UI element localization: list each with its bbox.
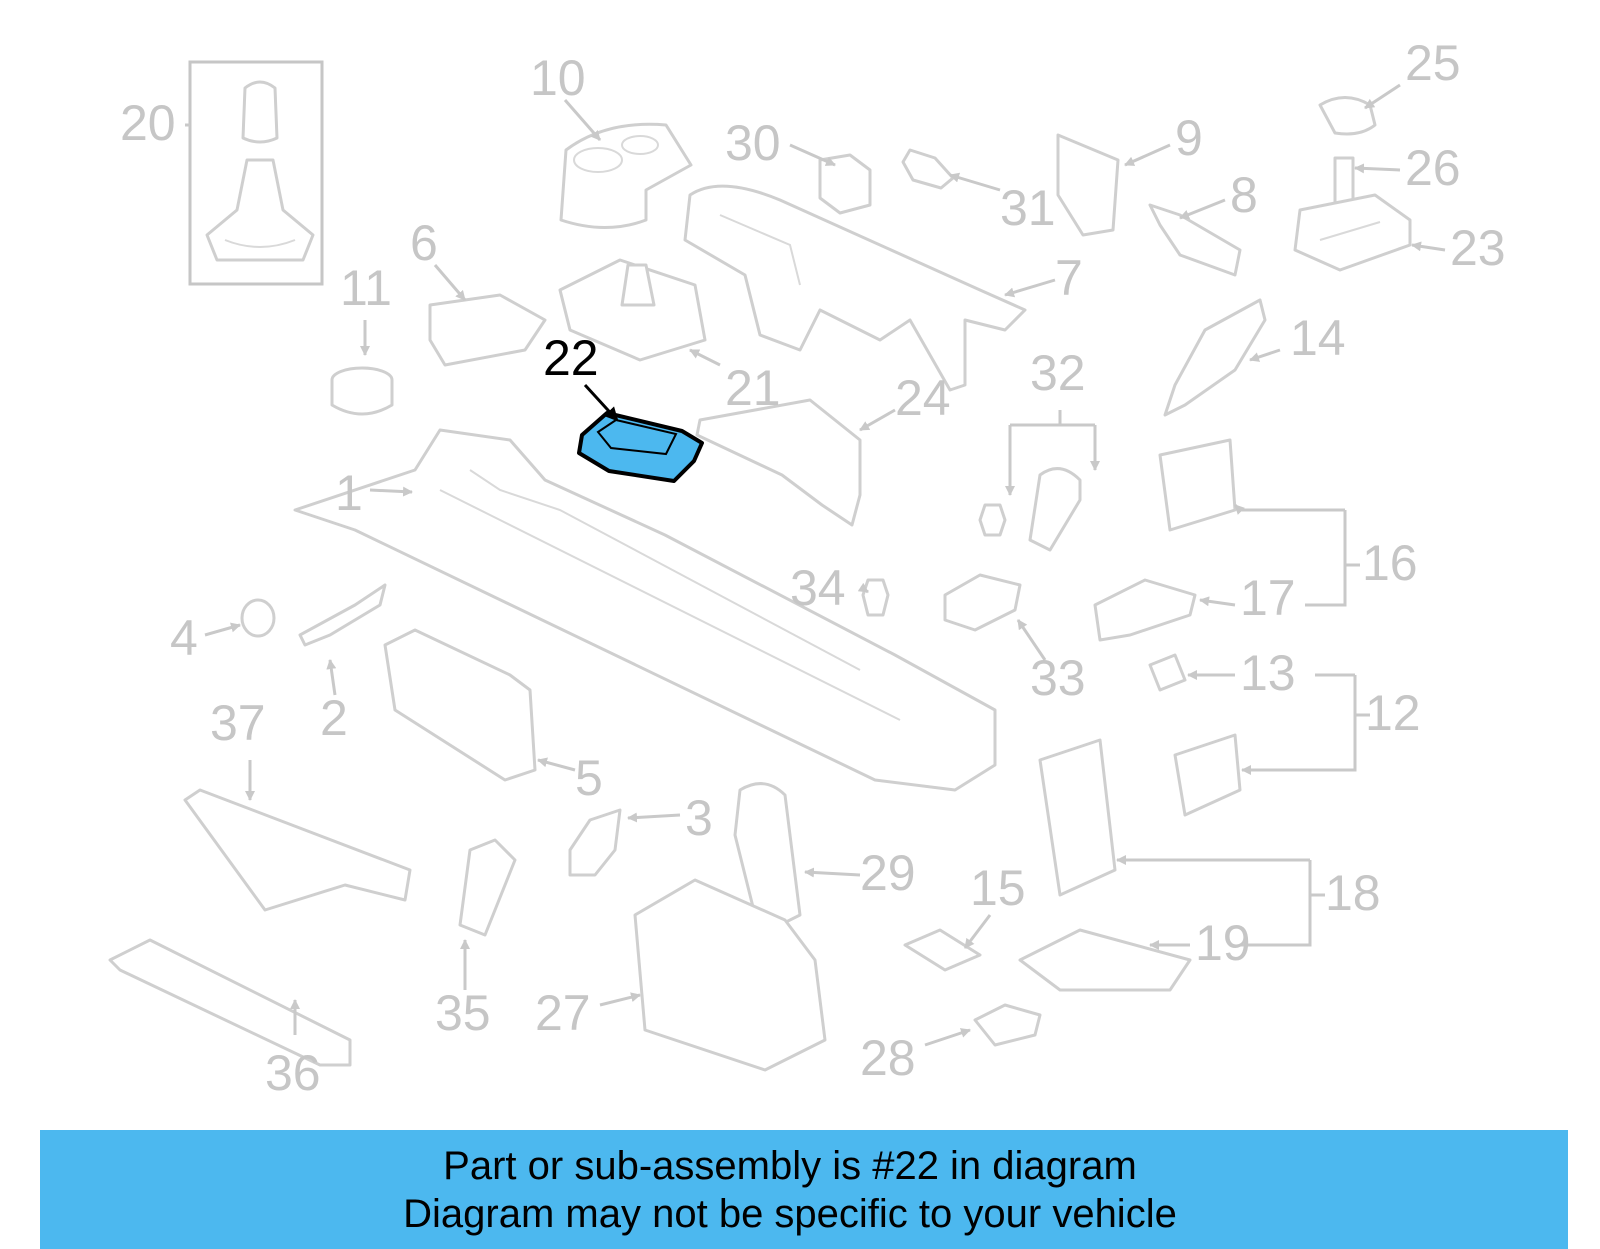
callout-10: 10 [530, 50, 586, 106]
part-13-switch[interactable] [1148, 653, 1187, 692]
part-16-panel[interactable] [1158, 438, 1237, 532]
part-25-shift-knob[interactable] [1318, 96, 1377, 136]
callout-37: 37 [210, 695, 266, 751]
callout-1: 1 [335, 465, 363, 521]
callout-9: 9 [1175, 110, 1203, 166]
part-17-bracket[interactable] [1093, 578, 1197, 642]
callout-8: 8 [1230, 167, 1258, 223]
callout-labels: 20 10 30 31 9 25 26 8 23 7 11 6 22 21 24… [120, 35, 1506, 1101]
banner-line-1: Part or sub-assembly is #22 in diagram [443, 1144, 1137, 1188]
callout-21: 21 [725, 360, 781, 416]
callout-17: 17 [1240, 570, 1296, 626]
part-8-bracket[interactable] [1148, 203, 1242, 277]
callout-20: 20 [120, 95, 176, 151]
part-22-highlighted[interactable] [577, 411, 704, 483]
part-32-bolt[interactable] [978, 503, 1007, 537]
part-6-cover[interactable] [428, 293, 547, 367]
callout-18: 18 [1325, 865, 1381, 921]
callout-13: 13 [1240, 645, 1296, 701]
part-15-pad[interactable] [903, 928, 982, 972]
callout-31: 31 [1000, 180, 1056, 236]
callout-4: 4 [170, 610, 198, 666]
part-20-shift-boot[interactable] [188, 60, 324, 286]
part-19-tray[interactable] [1018, 928, 1192, 992]
part-35-socket[interactable] [458, 838, 517, 937]
callout-3: 3 [685, 790, 713, 846]
part-27-base[interactable] [633, 878, 827, 1072]
part-9-bracket[interactable] [1056, 133, 1120, 237]
part-24-trim-strip[interactable] [695, 398, 862, 527]
callout-22: 22 [543, 330, 599, 386]
callout-34: 34 [790, 560, 846, 616]
callout-28: 28 [860, 1030, 916, 1086]
part-5-side-panel[interactable] [383, 628, 537, 782]
callout-6: 6 [410, 215, 438, 271]
part-23-shifter-plate[interactable] [1293, 193, 1412, 272]
part-18-panel[interactable] [1038, 738, 1117, 897]
part-37-trim[interactable] [183, 788, 412, 912]
callout-24: 24 [895, 370, 951, 426]
callout-35: 35 [435, 985, 491, 1041]
callout-36: 36 [265, 1045, 321, 1101]
part-32-socket[interactable] [1028, 467, 1082, 552]
part-14-trim[interactable] [1163, 298, 1267, 417]
part-28-bracket[interactable] [973, 1003, 1042, 1047]
callout-30: 30 [725, 115, 781, 171]
part-3-bracket[interactable] [568, 808, 622, 877]
part-21-boot-frame[interactable] [558, 258, 707, 362]
callout-29: 29 [860, 845, 916, 901]
part-36-rail[interactable] [108, 938, 352, 1067]
callout-2: 2 [320, 690, 348, 746]
callout-23: 23 [1450, 220, 1506, 276]
part-30-connector[interactable] [818, 153, 872, 215]
callout-7: 7 [1055, 250, 1083, 306]
part-2-bracket[interactable] [298, 583, 387, 647]
part-1-center-console[interactable] [293, 428, 997, 792]
callout-14: 14 [1290, 310, 1346, 366]
part-4-cap[interactable] [240, 598, 276, 638]
callout-32: 32 [1030, 345, 1086, 401]
callout-15: 15 [970, 860, 1026, 916]
part-34-clip[interactable] [861, 578, 890, 617]
callout-33: 33 [1030, 650, 1086, 706]
part-10-cup-holder[interactable] [559, 122, 693, 229]
part-33-housing[interactable] [943, 573, 1022, 632]
part-11-cap[interactable] [330, 366, 394, 416]
part-7-console-top-trim[interactable] [683, 184, 1027, 392]
part-12-panel[interactable] [1173, 733, 1242, 817]
part-31-clip[interactable] [901, 148, 955, 190]
info-banner: Part or sub-assembly is #22 in diagram D… [40, 1130, 1568, 1249]
callout-26: 26 [1405, 140, 1461, 196]
callout-5: 5 [575, 750, 603, 806]
callout-12: 12 [1365, 685, 1421, 741]
callout-25: 25 [1405, 35, 1461, 91]
banner-line-2: Diagram may not be specific to your vehi… [403, 1192, 1177, 1236]
leader-lines [185, 83, 1446, 1047]
callout-27: 27 [535, 985, 591, 1041]
callout-11: 11 [340, 260, 392, 316]
callout-16: 16 [1362, 535, 1418, 591]
callout-19: 19 [1195, 915, 1251, 971]
